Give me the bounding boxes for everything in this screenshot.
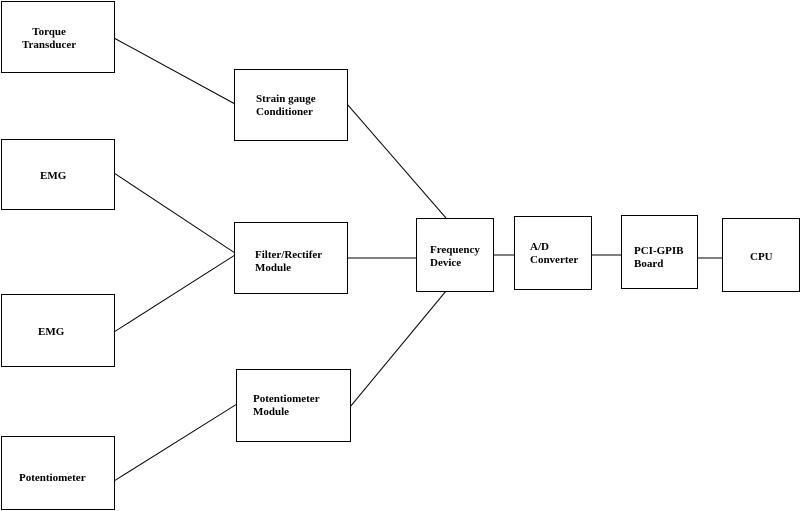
node-label: Filter/Rectifer Module	[255, 249, 323, 274]
edge-emg2-filter	[113, 254, 236, 333]
node-pci-gpib-board: PCI-GPIB Board	[621, 215, 698, 289]
node-label: A/D Converter	[530, 241, 579, 266]
node-label: Torque Transducer	[22, 26, 77, 51]
edge-emg1-filter	[113, 172, 236, 254]
node-torque-transducer: Torque Transducer	[1, 1, 115, 73]
edge-torque-strain	[113, 37, 236, 105]
node-label: Potentiometer	[19, 472, 86, 484]
edge-potmodule-frequency	[349, 290, 447, 408]
node-label: EMG	[40, 170, 67, 182]
node-label: EMG	[38, 326, 65, 338]
node-strain-gauge-conditioner: Strain gauge Conditioner	[234, 69, 348, 141]
node-label: PCI-GPIB Board	[634, 245, 684, 270]
node-label: CPU	[750, 251, 773, 263]
node-ad-converter: A/D Converter	[514, 216, 592, 290]
node-potentiometer: Potentiometer	[1, 436, 115, 510]
node-filter-rectifier-module: Filter/Rectifer Module	[234, 222, 348, 294]
edge-pot-potmodule	[113, 403, 238, 482]
node-cpu: CPU	[722, 218, 800, 292]
node-label: Frequency Device	[430, 244, 480, 269]
node-emg-1: EMG	[1, 139, 115, 210]
node-label: Strain gauge Conditioner	[256, 93, 316, 118]
node-potentiometer-module: Potentiometer Module	[236, 369, 351, 442]
node-label: Potentiometer Module	[253, 393, 320, 418]
edge-strain-frequency	[346, 103, 447, 219]
node-frequency-device: Frequency Device	[416, 218, 494, 292]
node-emg-2: EMG	[1, 294, 115, 367]
